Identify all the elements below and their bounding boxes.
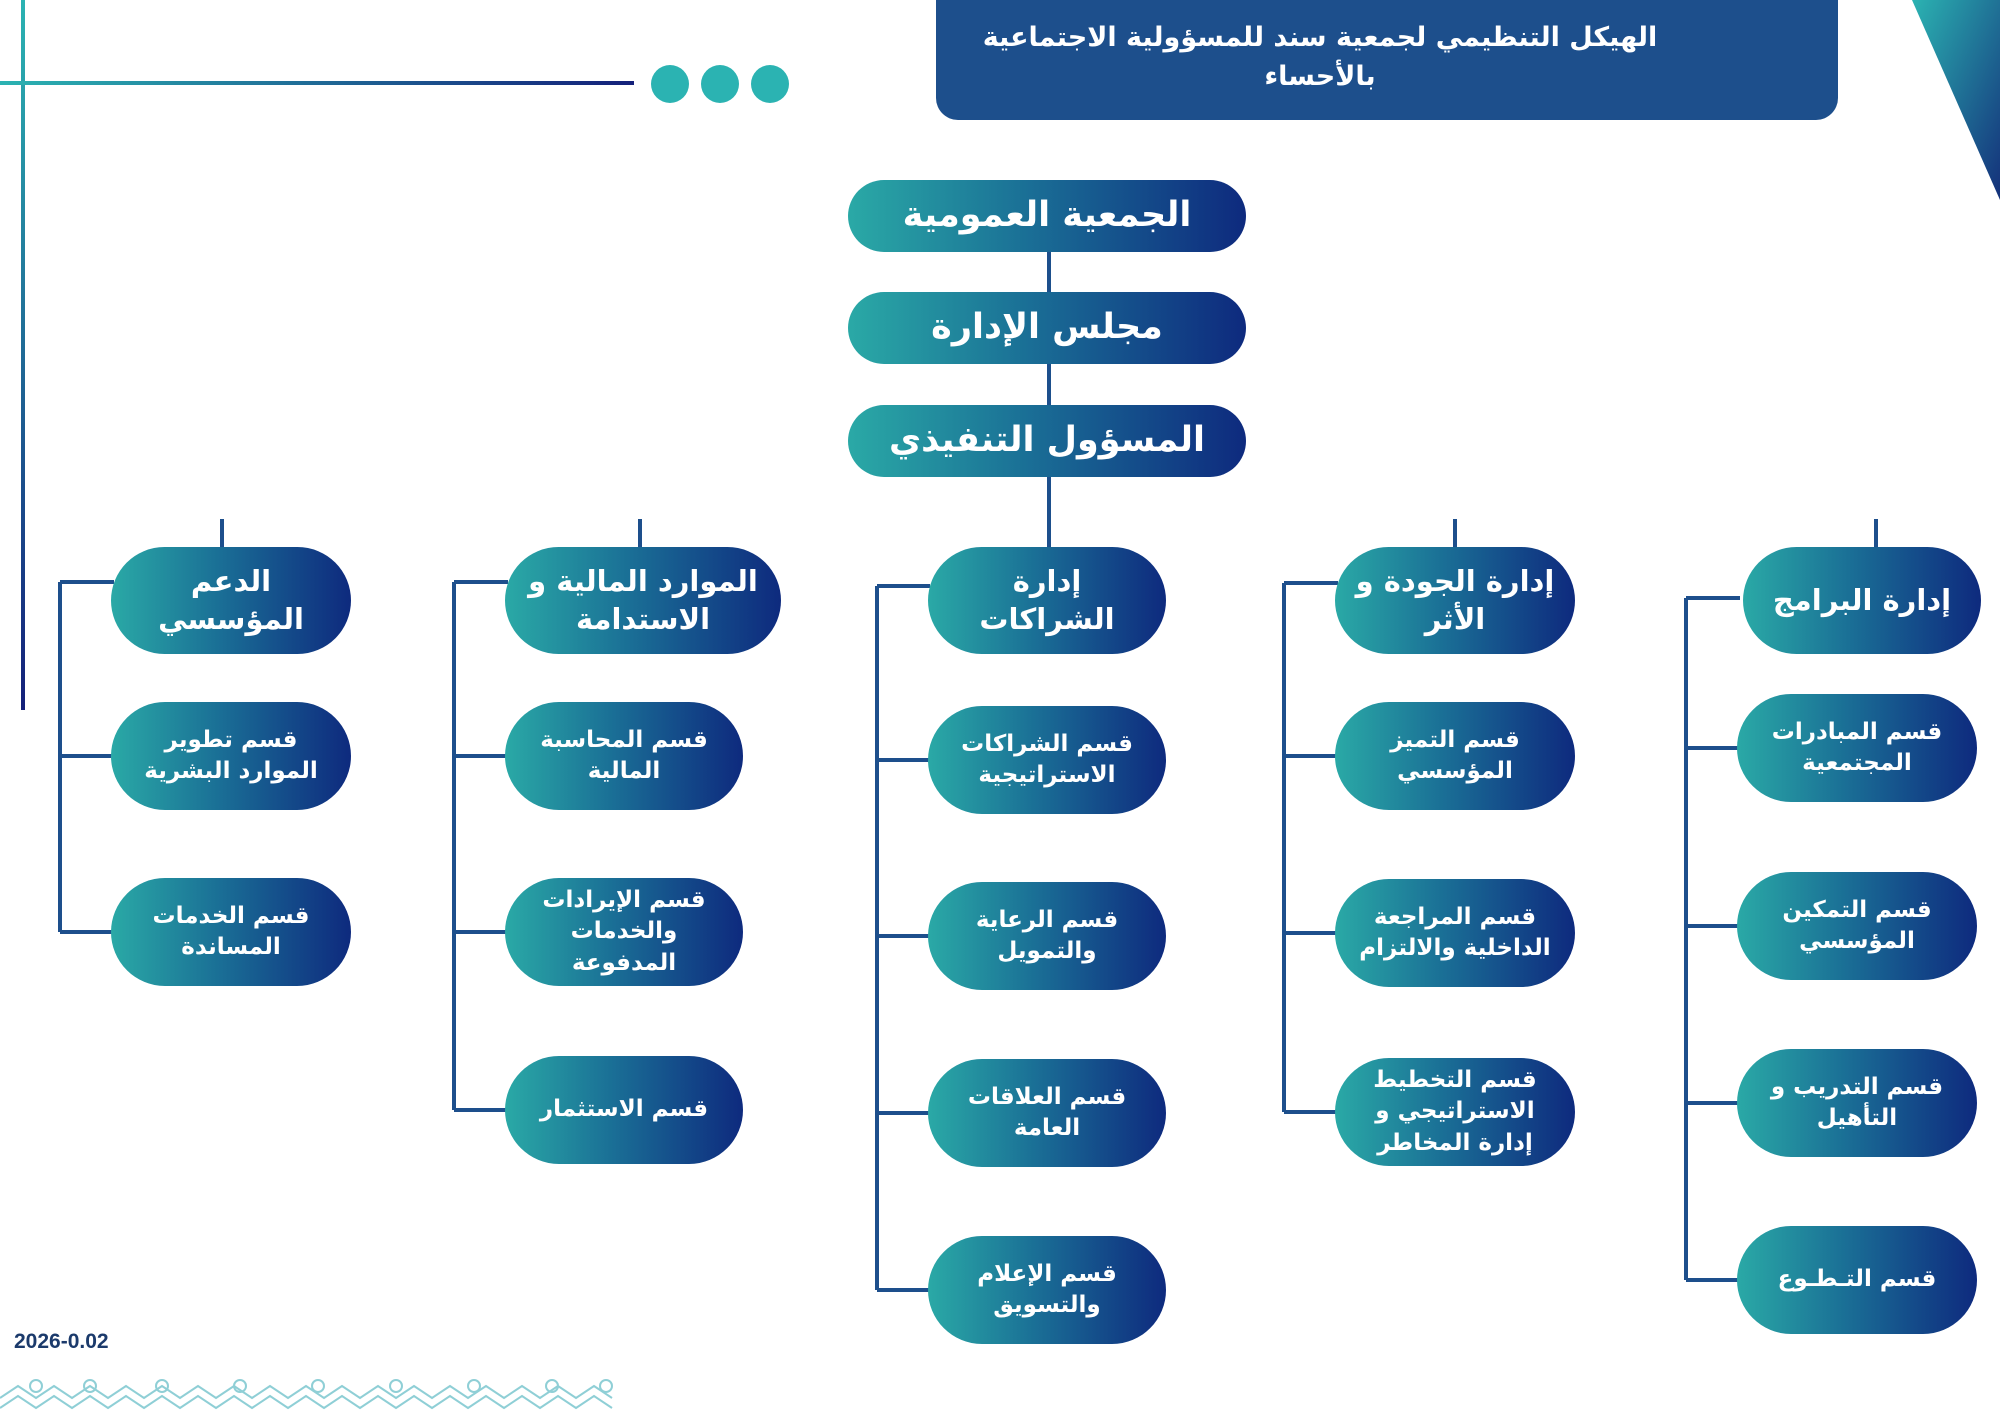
org-node-section: قسم العلاقات العامة	[928, 1059, 1166, 1167]
org-node-section: قسم الإيرادات والخدمات المدفوعة	[505, 878, 743, 986]
org-node-board: مجلس الإدارة	[848, 292, 1246, 364]
org-node-section: قسم الخدمات المساندة	[111, 878, 351, 986]
org-node-section: قسم تطوير الموارد البشرية	[111, 702, 351, 810]
decor-dot	[651, 65, 689, 103]
decor-dot	[751, 65, 789, 103]
org-node-section: قسم التـطـوع	[1737, 1226, 1977, 1334]
org-node-quality: إدارة الجودة و الأثر	[1335, 547, 1575, 654]
document-code: 2026-0.02	[14, 1330, 109, 1353]
org-node-section: قسم التميز المؤسسي	[1335, 702, 1575, 810]
org-node-section: قسم التدريب و التأهيل	[1737, 1049, 1977, 1157]
header-banner	[936, 0, 1838, 120]
org-node-executive: المسؤول التنفيذي	[848, 405, 1246, 477]
org-node-section: قسم التخطيط الاستراتيجي و إدارة المخاطر	[1335, 1058, 1575, 1166]
decor-chevron-pattern	[0, 1379, 613, 1410]
org-node-section: قسم الرعاية والتمويل	[928, 882, 1166, 990]
org-node-section: قسم المحاسبة المالية	[505, 702, 743, 810]
org-node-partnerships: إدارة الشراكات	[928, 547, 1166, 654]
page-title: الهيكل التنظيمي لجمعية سند للمسؤولية الا…	[982, 22, 1658, 93]
org-node-general-assembly: الجمعية العمومية	[848, 180, 1246, 252]
org-node-section: قسم الإعلام والتسويق	[928, 1236, 1166, 1344]
decor-horizontal-line	[0, 81, 634, 85]
decor-dot	[701, 65, 739, 103]
decor-vertical-line	[21, 0, 25, 710]
org-node-support: الدعم المؤسسي	[111, 547, 351, 654]
org-node-section: قسم المراجعة الداخلية والالتزام	[1335, 879, 1575, 987]
org-node-section: قسم التمكين المؤسسي	[1737, 872, 1977, 980]
org-node-finance: الموارد المالية و الاستدامة	[505, 547, 781, 654]
org-node-section: قسم الاستثمار	[505, 1056, 743, 1164]
org-node-section: قسم الشراكات الاستراتيجية	[928, 706, 1166, 814]
decor-corner-triangle	[1912, 0, 2000, 200]
org-node-section: قسم المبادرات المجتمعية	[1737, 694, 1977, 802]
org-node-programs: إدارة البرامج	[1743, 547, 1981, 654]
